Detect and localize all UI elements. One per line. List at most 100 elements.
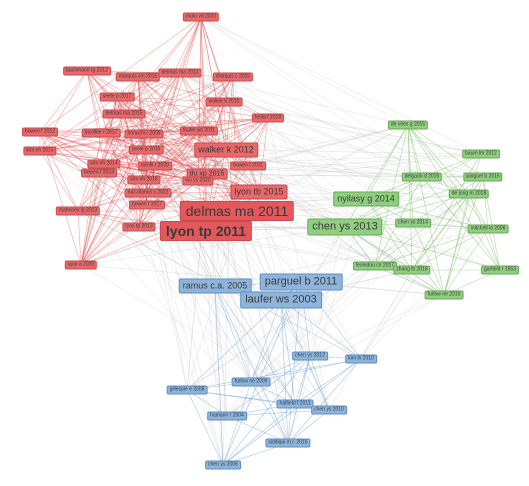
red-cluster-edge	[200, 16, 227, 151]
cross-cluster-edge	[179, 72, 409, 126]
red-cluster-edge	[100, 132, 199, 182]
node-r12[interactable]: horiuchi r 2009	[124, 129, 164, 139]
node-parguel[interactable]: parguel b 2011	[259, 273, 343, 291]
cross-cluster-edge	[247, 124, 409, 167]
red-cluster-edge	[200, 16, 238, 212]
blue-cluster-edge	[294, 355, 311, 405]
red-cluster-edge	[179, 72, 227, 151]
node-r8[interactable]: delmas ma 2015	[102, 109, 146, 119]
node-r25[interactable]: kim eh 2014	[87, 159, 121, 169]
node-chenys[interactable]: chen ys 2013	[307, 218, 383, 236]
node-b9[interactable]: chen ys 2006	[205, 460, 241, 470]
node-r17[interactable]: torelli r 2020	[138, 161, 172, 171]
node-laufer[interactable]: laufer ws 2003	[240, 291, 322, 309]
node-b7[interactable]: chen ys 2010	[311, 405, 347, 415]
blue-cluster-edge	[280, 299, 362, 360]
node-delmas[interactable]: delmas ma 2011	[179, 201, 295, 221]
node-g9[interactable]: zhang lb 2018	[393, 265, 431, 275]
green-cluster-edge	[407, 124, 470, 195]
node-r19[interactable]: kim eh 2016	[127, 175, 161, 185]
node-lyontp[interactable]: lyon tp 2011	[159, 221, 253, 241]
node-r10[interactable]: bowen f 2012	[21, 127, 59, 137]
cross-cluster-edge	[137, 76, 302, 283]
node-r18[interactable]: bowen f 2011	[230, 161, 266, 171]
green-cluster-edge	[482, 176, 489, 230]
node-g8[interactable]: leonidou cn 2017	[352, 261, 398, 271]
blue-cluster-edge	[222, 281, 302, 466]
node-r11[interactable]: bazillier r 2017	[81, 128, 121, 138]
green-cluster-edge	[344, 153, 482, 228]
node-b6[interactable]: hatfield f 2011	[276, 399, 314, 409]
red-cluster-edge	[86, 70, 102, 134]
node-b4[interactable]: furlow ne 2009	[231, 377, 271, 387]
node-g6[interactable]: chen ys 2014	[395, 218, 431, 228]
node-r16[interactable]: bowen f 2014	[80, 168, 118, 178]
cross-cluster-edge	[154, 153, 482, 167]
node-g4[interactable]: parguel b 2015	[463, 172, 503, 182]
node-g1[interactable]: de vries g 2015	[387, 120, 429, 130]
red-cluster-edge	[179, 72, 238, 212]
node-lyontb[interactable]: lyon tb 2015	[230, 184, 288, 200]
green-cluster-edge	[344, 124, 409, 228]
red-cluster-edge	[80, 96, 118, 266]
red-cluster-edge	[247, 117, 269, 167]
node-r9[interactable]: testa f 2018	[251, 113, 285, 123]
red-cluster-edge	[143, 130, 200, 181]
node-g10[interactable]: furlow ne 2010	[424, 290, 464, 300]
node-g5[interactable]: de jong m 2018	[448, 189, 490, 199]
blue-cluster-edge	[214, 285, 252, 383]
node-g11[interactable]: garfield r 1953	[481, 265, 519, 275]
node-r1[interactable]: mutu vd 2020	[182, 12, 220, 22]
node-r3[interactable]: marquis cm 2015	[115, 72, 161, 82]
node-walker[interactable]: walker k 2012	[194, 142, 258, 158]
cross-cluster-edge	[360, 269, 413, 360]
red-cluster-edge	[143, 117, 269, 135]
red-cluster-edge	[123, 76, 234, 115]
node-ramus[interactable]: ramus c.a. 2005	[178, 278, 252, 294]
red-cluster-edge	[39, 131, 79, 212]
node-b8[interactable]: siddiqui m r. 2016	[265, 438, 311, 448]
node-r22[interactable]: bowen f 2017	[128, 200, 166, 210]
cross-cluster-edge	[247, 165, 423, 178]
node-r26[interactable]: wu ys 2020	[182, 176, 214, 186]
red-cluster-edge	[145, 16, 202, 151]
cross-cluster-edge	[39, 131, 252, 383]
node-g2[interactable]: baum lm 2012	[462, 149, 500, 159]
blue-cluster-edge	[250, 381, 289, 444]
red-cluster-edge	[80, 132, 102, 266]
node-r20[interactable]: ruiz-blanco s 2022	[124, 188, 172, 198]
blue-cluster-edge	[287, 409, 330, 444]
node-g3[interactable]: delgado d 2015	[401, 172, 443, 182]
cross-cluster-edge	[236, 210, 330, 411]
node-r21[interactable]: mahoney lg 2013	[55, 206, 101, 216]
node-r23[interactable]: lyon tp 2013	[122, 222, 156, 232]
node-r24[interactable]: uyar a 2020	[64, 260, 98, 270]
green-cluster-edge	[443, 228, 489, 296]
node-r13[interactable]: laufer ws 2011	[179, 126, 219, 136]
node-r2[interactable]: bachmann rg 2012	[63, 66, 111, 76]
cross-cluster-edge	[236, 210, 445, 296]
node-r7[interactable]: walker k 2010	[205, 97, 243, 107]
green-cluster-edge	[411, 228, 489, 271]
green-cluster-edge	[468, 193, 489, 230]
node-r5[interactable]: marquis c 2015	[212, 72, 254, 82]
red-cluster-edge	[206, 101, 225, 175]
cross-cluster-edge	[80, 264, 330, 411]
blue-cluster-edge	[214, 285, 296, 405]
node-b5[interactable]: hamann r 2004	[207, 411, 247, 421]
node-r4[interactable]: delmas ma 2013	[158, 68, 202, 78]
green-cluster-edge	[411, 193, 470, 271]
green-cluster-edge	[365, 198, 445, 296]
node-nyilasy[interactable]: nyilasy g 2014	[333, 191, 399, 207]
node-g7[interactable]: mitchell la 2006	[467, 224, 509, 234]
node-r14[interactable]: kim eh 2015	[23, 146, 57, 156]
node-r6[interactable]: seele p 2017	[99, 92, 135, 102]
cross-cluster-edge	[146, 204, 224, 466]
node-b3[interactable]: gillespie e 2008	[166, 385, 208, 395]
node-b2[interactable]: kim ih 2010	[345, 354, 377, 364]
node-b1[interactable]: chen ys 2012	[292, 351, 328, 361]
node-r15[interactable]: seele p 2016	[128, 145, 164, 155]
red-cluster-edge	[143, 133, 208, 175]
cross-cluster-edge	[123, 113, 423, 178]
